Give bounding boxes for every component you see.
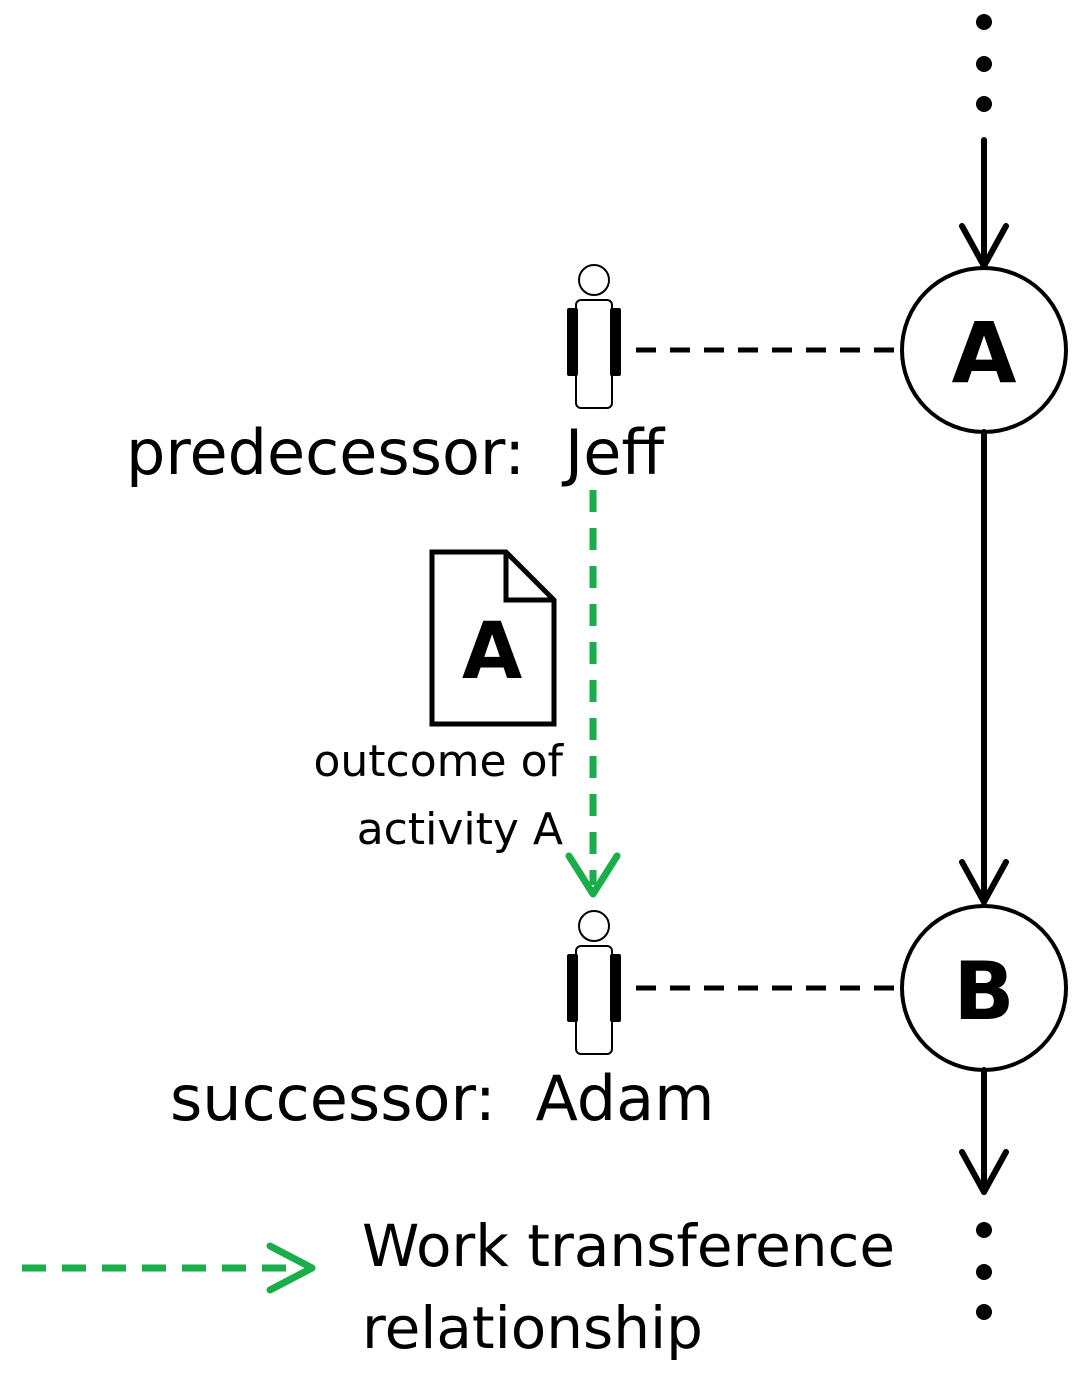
work-transference-arrow: [565, 490, 621, 898]
predecessor-name: Jeff: [561, 416, 665, 489]
successor-label: successor: Adam: [170, 1062, 715, 1135]
activity-node-a: A: [900, 266, 1068, 434]
predecessor-person-icon: [567, 264, 621, 409]
activity-a-label: A: [951, 304, 1016, 402]
successor-role: successor:: [170, 1062, 496, 1135]
document-icon: A: [429, 549, 557, 727]
predecessor-label: predecessor: Jeff: [126, 416, 665, 489]
successor-person-icon: [567, 910, 621, 1055]
document-caption-line-1: outcome of: [314, 736, 565, 787]
flow-arrow-a-to-b: [959, 429, 1009, 905]
successor-name: Adam: [535, 1062, 714, 1135]
activity-b-label: B: [954, 945, 1015, 1038]
legend: Work transference relationship: [22, 1212, 895, 1362]
document-caption-line-2: activity A: [357, 804, 563, 855]
top-ellipsis: [976, 14, 992, 112]
flow-arrow-out-of-b: [959, 1067, 1009, 1195]
bottom-ellipsis: [976, 1222, 992, 1320]
legend-label-line-1: Work transference: [362, 1212, 895, 1280]
activity-node-b: B: [900, 904, 1068, 1072]
flow-arrow-into-a: [959, 137, 1009, 269]
legend-arrow-icon: [22, 1242, 316, 1294]
legend-label-line-2: relationship: [362, 1294, 703, 1362]
predecessor-role: predecessor:: [126, 416, 525, 489]
document-letter: A: [462, 607, 522, 697]
